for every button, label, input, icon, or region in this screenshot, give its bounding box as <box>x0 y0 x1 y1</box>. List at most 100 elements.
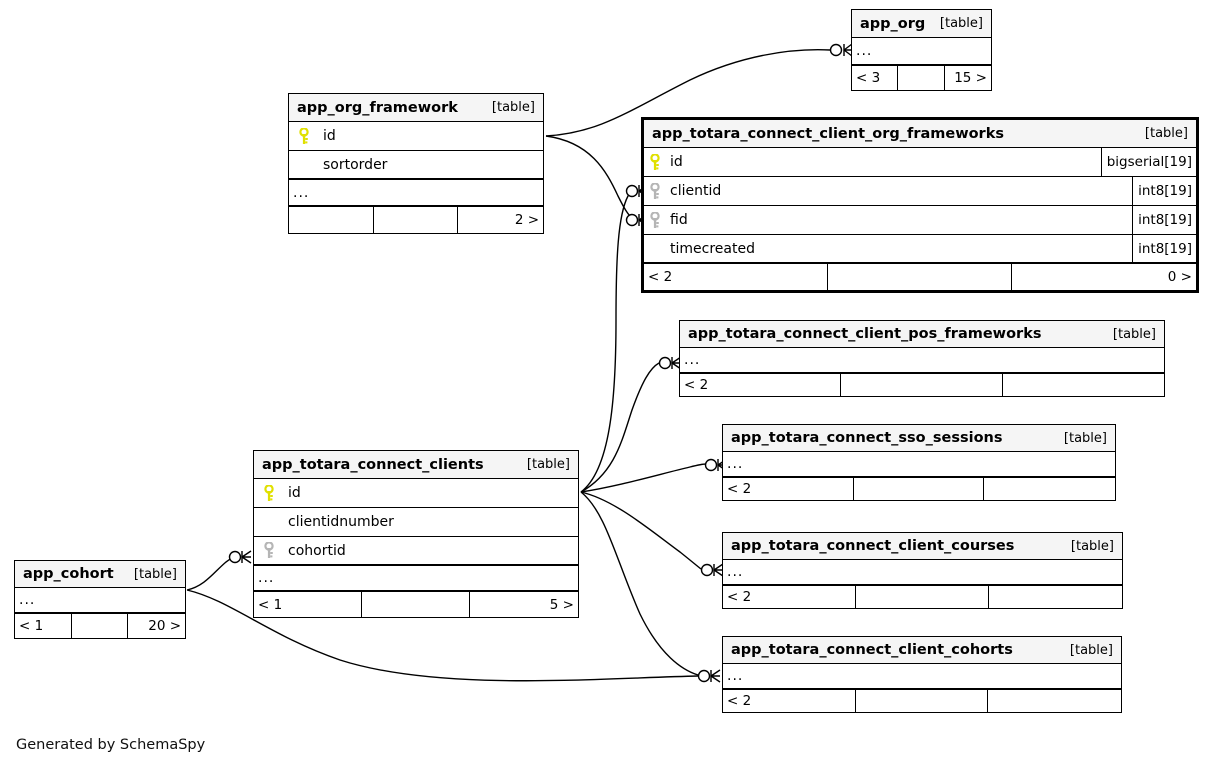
edge-clients-to-client-org-frameworks-clientid <box>580 188 635 493</box>
table-header: app_cohort [table] <box>15 561 185 588</box>
footer-parents-count: < 2 <box>723 690 856 712</box>
footer-parents-count: < 2 <box>644 264 828 290</box>
column-name: cohortid <box>288 542 346 559</box>
table-app-totara-connect-clients[interactable]: app_totara_connect_clients [table] id cl… <box>253 450 579 618</box>
column-name: id <box>323 128 336 144</box>
footer-children-count: 5 > <box>549 596 574 613</box>
table-type-tag: [table] <box>939 16 983 31</box>
table-app-totara-connect-client-org-frameworks[interactable]: app_totara_connect_client_org_frameworks… <box>641 117 1199 293</box>
column-name: sortorder <box>323 156 388 173</box>
column-row: fid int8[19] <box>644 206 1196 235</box>
edge-clients-to-sso-sessions <box>580 463 707 493</box>
table-footer: < 2 0 > <box>644 264 1196 290</box>
footer-children-count <box>989 586 1122 608</box>
table-title: app_totara_connect_client_cohorts <box>731 642 1013 658</box>
table-header: app_org_framework [table] <box>289 94 543 122</box>
footer-parents-count: < 3 <box>852 66 899 90</box>
footer-middle <box>374 207 459 233</box>
hidden-columns-indicator: ... <box>680 348 1164 374</box>
table-type-tag: [table] <box>1144 126 1188 141</box>
table-footer: < 3 15 > <box>852 66 991 90</box>
footer-middle <box>72 614 129 638</box>
table-type-tag: [table] <box>1069 642 1113 658</box>
footer-parents-count <box>289 207 374 233</box>
table-header: app_totara_connect_client_cohorts [table… <box>723 637 1121 664</box>
marker-client-cohorts <box>697 669 721 683</box>
edge-org-framework-to-client-org-frameworks-fid <box>545 135 634 220</box>
foreign-key-icon <box>254 542 284 559</box>
table-title: app_totara_connect_client_org_frameworks <box>652 125 1004 142</box>
column-name: timecreated <box>670 240 755 257</box>
foreign-key-icon <box>644 211 666 229</box>
footer-middle <box>828 264 1012 290</box>
footer-middle <box>362 592 470 617</box>
table-app-totara-connect-client-courses[interactable]: app_totara_connect_client_courses [table… <box>722 532 1123 609</box>
table-footer: < 1 20 > <box>15 614 185 638</box>
table-footer: < 2 <box>723 586 1122 608</box>
footer-middle <box>841 374 1003 396</box>
column-row: id <box>254 479 578 508</box>
foreign-key-icon <box>644 182 666 200</box>
table-app-cohort[interactable]: app_cohort [table] ... < 1 20 > <box>14 560 186 639</box>
edge-clients-to-client-cohorts <box>580 491 699 676</box>
marker-app-org <box>829 43 853 57</box>
column-type: int8[19] <box>1132 235 1196 262</box>
column-row: cohortid <box>254 537 578 566</box>
table-footer: < 2 <box>723 690 1121 712</box>
column-type: bigserial[19] <box>1100 148 1196 176</box>
footer-children-count <box>984 478 1115 500</box>
marker-clients-cohortid <box>228 550 252 564</box>
column-row: sortorder <box>289 151 543 180</box>
edge-clients-to-client-courses <box>580 491 702 570</box>
column-name: clientidnumber <box>288 514 394 530</box>
marker-client-courses <box>700 563 724 577</box>
table-app-totara-connect-client-pos-frameworks[interactable]: app_totara_connect_client_pos_frameworks… <box>679 320 1165 397</box>
footer-middle <box>854 478 985 500</box>
footer-parents-count: < 1 <box>254 592 362 617</box>
table-app-org[interactable]: app_org [table] ... < 3 15 > <box>851 9 992 91</box>
edge-clients-to-pos-frameworks <box>580 362 660 493</box>
column-type: int8[19] <box>1132 177 1196 205</box>
table-header: app_totara_connect_sso_sessions [table] <box>723 425 1115 452</box>
table-title: app_totara_connect_clients <box>262 456 484 473</box>
table-app-totara-connect-client-cohorts[interactable]: app_totara_connect_client_cohorts [table… <box>722 636 1122 713</box>
footer-children-count: 15 > <box>954 70 987 86</box>
footer-middle <box>856 586 989 608</box>
table-title: app_org_framework <box>297 99 458 116</box>
table-header: app_org [table] <box>852 10 991 38</box>
table-type-tag: [table] <box>133 566 177 582</box>
table-title: app_totara_connect_client_courses <box>731 538 1015 554</box>
footer-parents-count: < 2 <box>723 586 856 608</box>
column-row: clientid int8[19] <box>644 177 1196 206</box>
table-footer: < 2 <box>723 478 1115 500</box>
table-footer: < 1 5 > <box>254 592 578 617</box>
table-title: app_org <box>860 15 926 32</box>
column-name: id <box>670 154 683 170</box>
table-type-tag: [table] <box>1112 326 1156 342</box>
table-type-tag: [table] <box>1070 538 1114 554</box>
edge-cohort-to-clients-cohortid <box>186 557 233 591</box>
column-name: clientid <box>670 183 722 199</box>
footer-parents-count: < 1 <box>15 614 72 638</box>
generator-credit: Generated by SchemaSpy <box>16 737 206 753</box>
primary-key-icon <box>289 127 319 145</box>
column-row: id bigserial[19] <box>644 148 1196 177</box>
table-title: app_cohort <box>23 566 114 582</box>
footer-children-count <box>988 690 1121 712</box>
table-header: app_totara_connect_client_org_frameworks… <box>644 120 1196 148</box>
column-name: fid <box>670 212 688 228</box>
hidden-columns-indicator: ... <box>15 588 185 614</box>
hidden-columns-indicator: ... <box>723 664 1121 690</box>
footer-children-count: 20 > <box>148 618 182 634</box>
footer-children-count <box>1003 374 1164 396</box>
footer-children-count: 2 > <box>514 212 540 228</box>
footer-middle <box>898 66 945 90</box>
table-app-org-framework[interactable]: app_org_framework [table] id sortorder .… <box>288 93 544 234</box>
table-header: app_totara_connect_client_pos_frameworks… <box>680 321 1164 348</box>
table-app-totara-connect-sso-sessions[interactable]: app_totara_connect_sso_sessions [table] … <box>722 424 1116 501</box>
column-name: id <box>288 485 301 501</box>
column-row: id <box>289 122 543 151</box>
column-type: int8[19] <box>1132 206 1196 234</box>
table-title: app_totara_connect_client_pos_frameworks <box>688 326 1042 342</box>
